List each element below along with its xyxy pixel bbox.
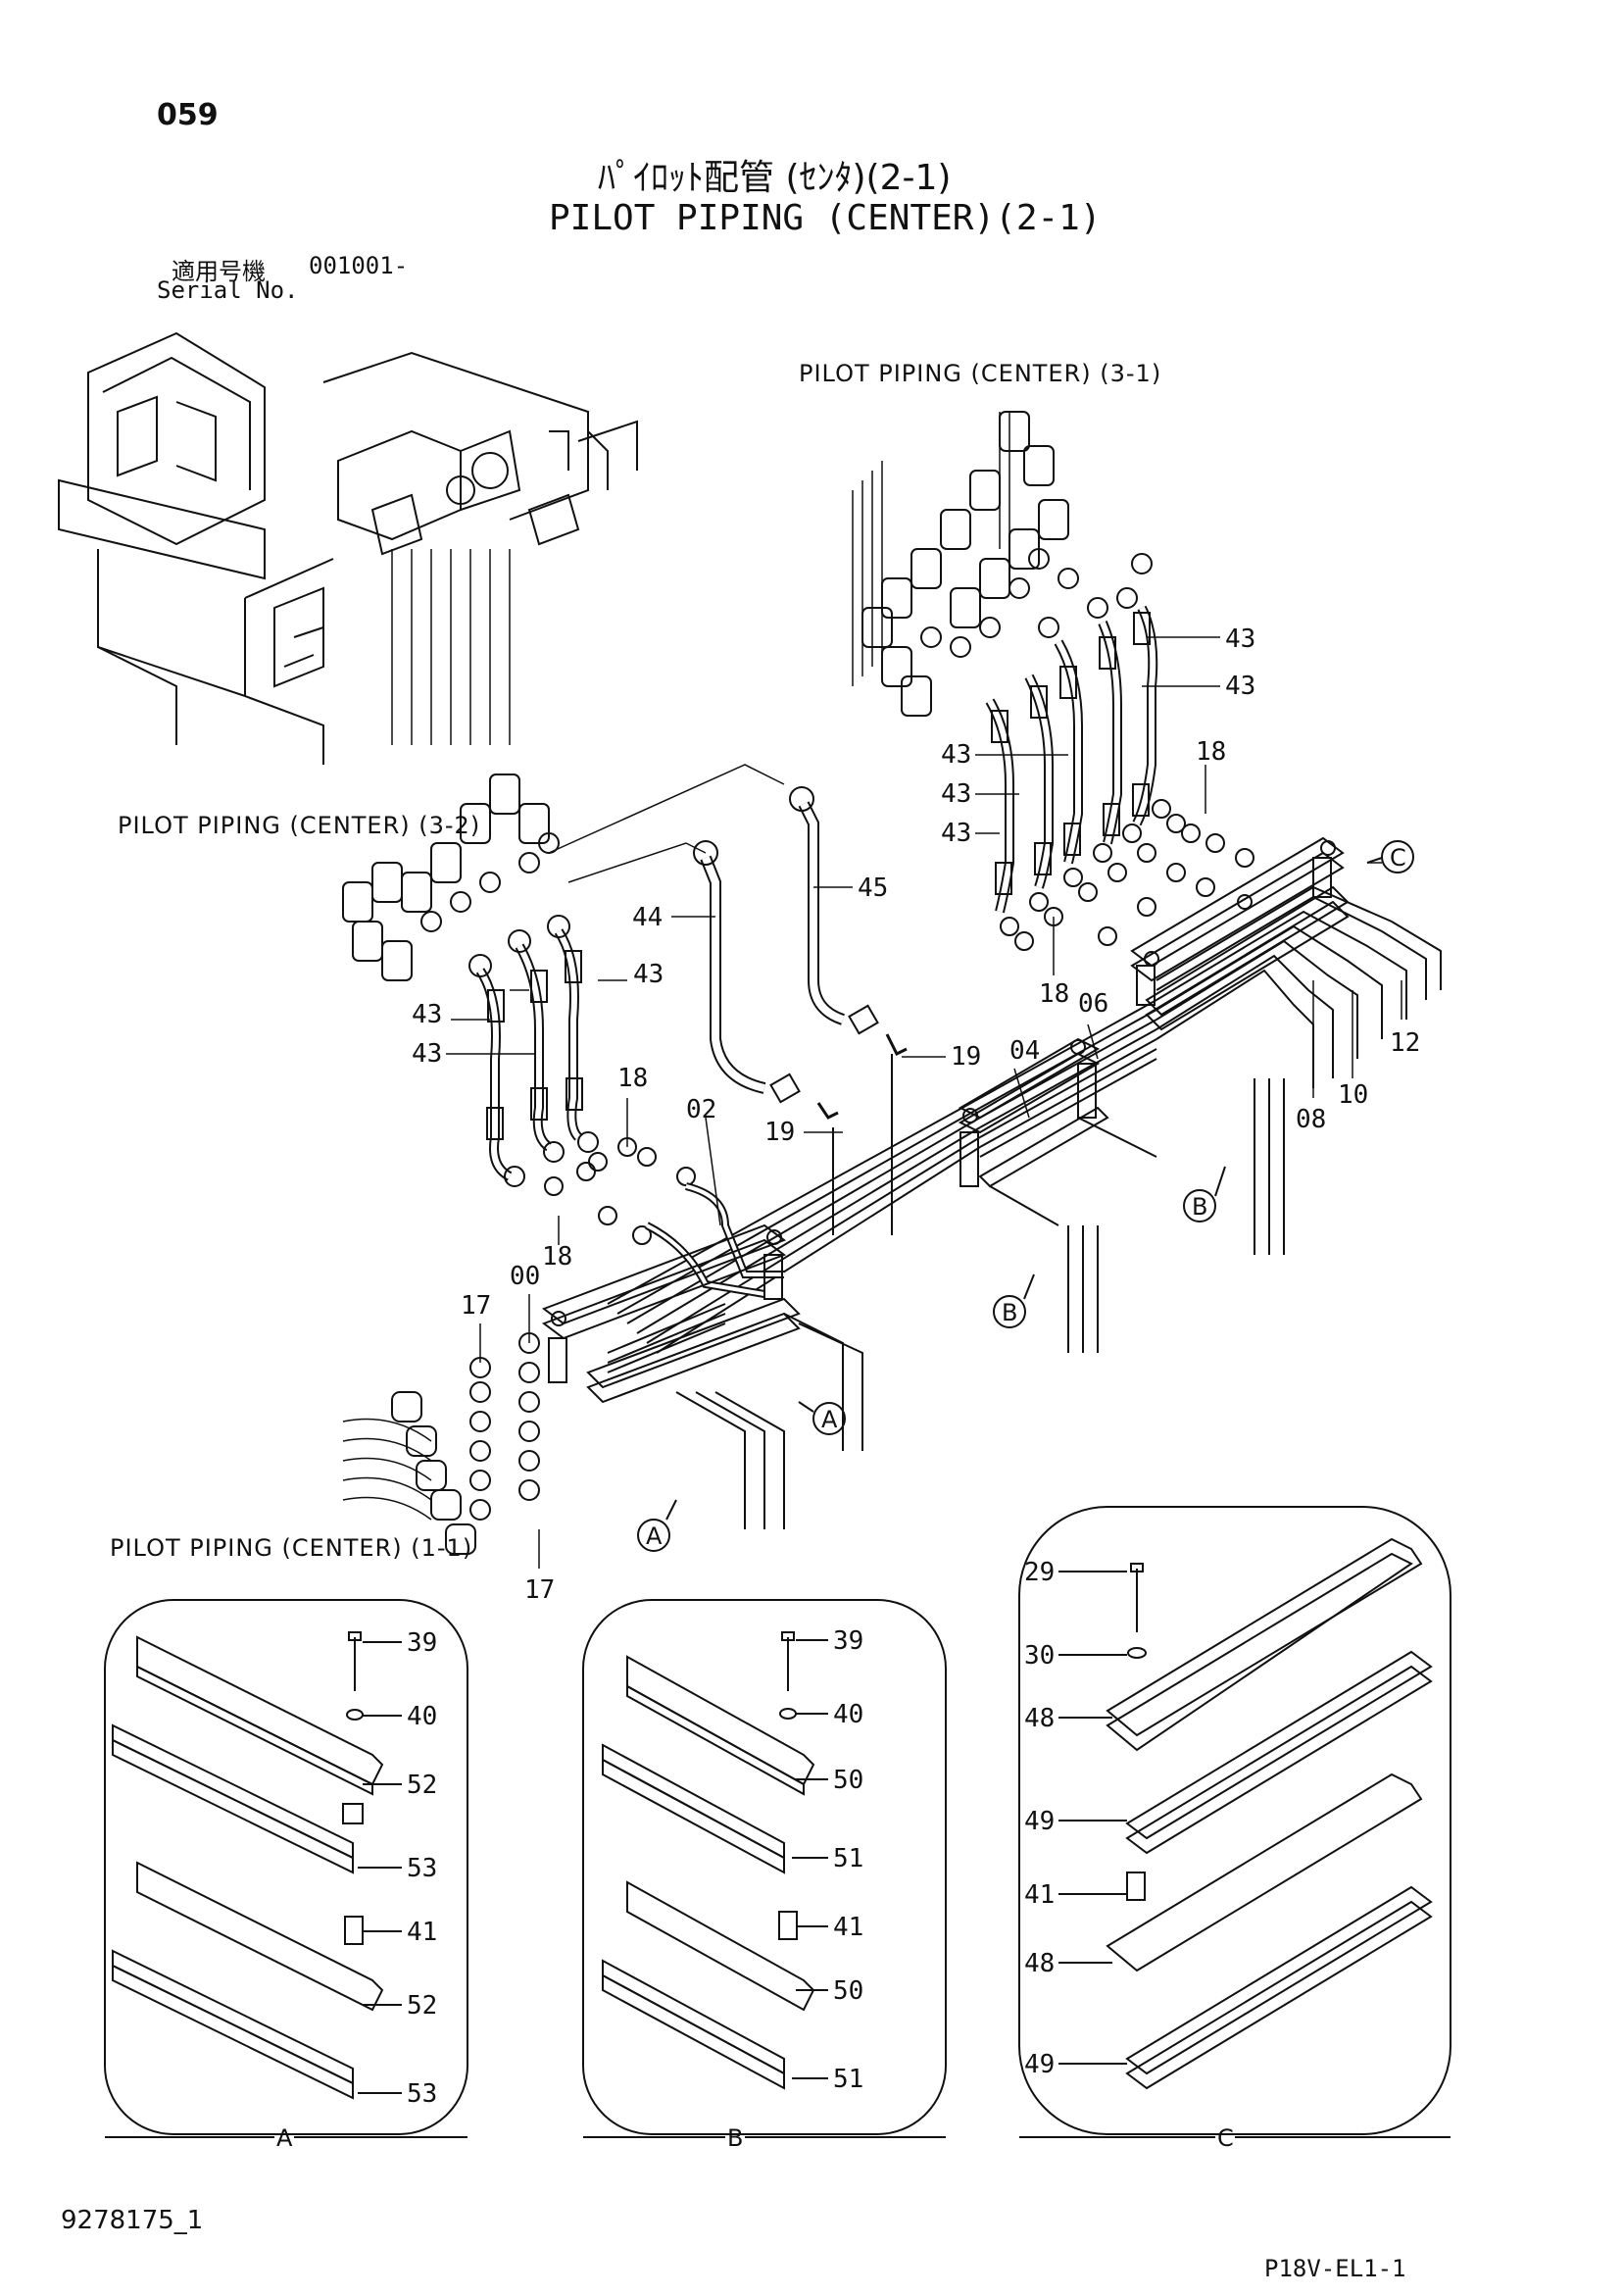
- fittings-17-and-00: [342, 1332, 540, 1555]
- callout-43: 43: [412, 1000, 442, 1029]
- title-japanese: ﾊﾟｲﾛｯﾄ配管 (ｾﾝﾀ)(2-1): [598, 158, 952, 198]
- callout-18: 18: [617, 1064, 648, 1093]
- callout-17: 17: [524, 1575, 555, 1605]
- detail-a-panel: [104, 1599, 468, 2138]
- view-markers: [637, 840, 1414, 1552]
- hoses-43-left-group: [468, 915, 599, 1187]
- callout-43: 43: [941, 819, 971, 848]
- detail-c-part: 48: [1024, 1949, 1055, 1978]
- detail-c-label: C: [1217, 2124, 1234, 2152]
- detail-b-part: 51: [833, 1844, 863, 1873]
- adapters-18-upper-right: [1000, 799, 1254, 951]
- callout-18: 18: [1039, 979, 1069, 1009]
- detail-c-part: 49: [1024, 2050, 1055, 2079]
- view-marker-b: B: [1002, 1299, 1017, 1326]
- detail-b-label: B: [727, 2124, 743, 2152]
- view-marker-a: A: [646, 1522, 663, 1550]
- detail-a-part: 39: [407, 1628, 437, 1658]
- detail-c-part: 41: [1024, 1880, 1055, 1910]
- reference-center-3-1: PILOT PIPING (CENTER) (3-1): [799, 360, 1162, 387]
- view-marker-a: A: [821, 1406, 838, 1433]
- detail-a-part: 41: [407, 1918, 437, 1947]
- detail-a-part: 40: [407, 1702, 437, 1731]
- callout-19: 19: [764, 1118, 795, 1147]
- detail-a-labels: 39 40 52 53 41 52 53 A: [276, 1628, 437, 2152]
- callout-12: 12: [1390, 1028, 1420, 1058]
- detail-c-part: 30: [1024, 1641, 1055, 1671]
- callout-43: 43: [633, 960, 664, 989]
- clamp-c-assembly: [1130, 836, 1350, 1031]
- callout-43: 43: [1225, 672, 1255, 701]
- leader-lines: [446, 636, 1402, 1569]
- detail-c-labels: 29 30 48 49 41 48 49 C: [1024, 1558, 1234, 2152]
- callout-labels: 43 43 43 43 43 18 18 45 44 19 19 04 06 0…: [412, 624, 1420, 1605]
- callout-17: 17: [461, 1291, 491, 1321]
- fitting-cluster-3-2: [342, 774, 560, 981]
- callout-43: 43: [941, 779, 971, 809]
- detail-a-part: 53: [407, 1854, 437, 1883]
- detail-c-part: 48: [1024, 1704, 1055, 1733]
- hoses-44-45: [548, 764, 908, 1235]
- detail-a-part: 52: [407, 1991, 437, 2021]
- detail-b-part: 50: [833, 1976, 863, 2006]
- detail-b-part: 40: [833, 1700, 863, 1729]
- detail-c-part: 29: [1024, 1558, 1055, 1587]
- detail-b-panel: [582, 1599, 947, 2138]
- detail-c-part: 49: [1024, 1807, 1055, 1836]
- callout-06: 06: [1078, 989, 1108, 1019]
- detail-c-panel: [1018, 1506, 1451, 2138]
- hoses-43-right-group: [985, 605, 1158, 914]
- clamp-b-middle: [958, 1037, 1285, 1353]
- callout-19: 19: [951, 1042, 981, 1072]
- detail-b-part: 51: [833, 2065, 863, 2094]
- callout-43: 43: [941, 740, 971, 770]
- callout-18: 18: [1196, 737, 1226, 767]
- pipe-bundle-middle: [979, 999, 1157, 1158]
- serial-value: 001001-: [309, 252, 409, 279]
- callout-45: 45: [858, 873, 888, 903]
- serial-label-japanese: 適用号機: [172, 258, 266, 285]
- detail-b-labels: 39 40 50 51 41 50 51 B: [727, 1626, 863, 2152]
- detail-a-part: 52: [407, 1771, 437, 1800]
- reference-center-3-2: PILOT PIPING (CENTER) (3-2): [118, 812, 481, 839]
- callout-08: 08: [1296, 1105, 1326, 1134]
- title-english: PILOT PIPING (CENTER)(2-1): [549, 198, 1102, 238]
- page-number: 059: [157, 98, 219, 132]
- callout-18: 18: [542, 1242, 572, 1272]
- callout-02: 02: [686, 1095, 716, 1124]
- serial-label-english: Serial No.: [157, 276, 299, 304]
- pipe-bundle-upper: [1156, 885, 1442, 1088]
- view-marker-b: B: [1192, 1193, 1207, 1221]
- callout-00: 00: [510, 1262, 540, 1291]
- detail-a-part: 53: [407, 2079, 437, 2109]
- detail-b-part: 41: [833, 1913, 863, 1942]
- callout-04: 04: [1009, 1036, 1040, 1066]
- figure-code: P18V-EL1-1: [1264, 2255, 1406, 2282]
- reference-center-1-1: PILOT PIPING (CENTER) (1-1): [110, 1534, 473, 1562]
- view-marker-labels: C B B A A: [646, 844, 1406, 1550]
- clamp-a-assembly: [541, 1223, 863, 1529]
- detail-b-part: 50: [833, 1766, 863, 1795]
- document-number: 9278175_1: [61, 2206, 204, 2235]
- pipe-02: [645, 1182, 784, 1298]
- fitting-cluster-3-1: [852, 411, 1153, 717]
- detail-b-part: 39: [833, 1626, 863, 1656]
- callout-44: 44: [632, 903, 663, 932]
- view-marker-c: C: [1390, 844, 1406, 872]
- detail-a-label: A: [276, 2124, 293, 2152]
- callout-43: 43: [1225, 624, 1255, 654]
- adapters-18-lower-left: [544, 1137, 696, 1245]
- machine-overview-illustration: [58, 331, 638, 765]
- callout-43: 43: [412, 1039, 442, 1069]
- callout-10: 10: [1338, 1080, 1368, 1110]
